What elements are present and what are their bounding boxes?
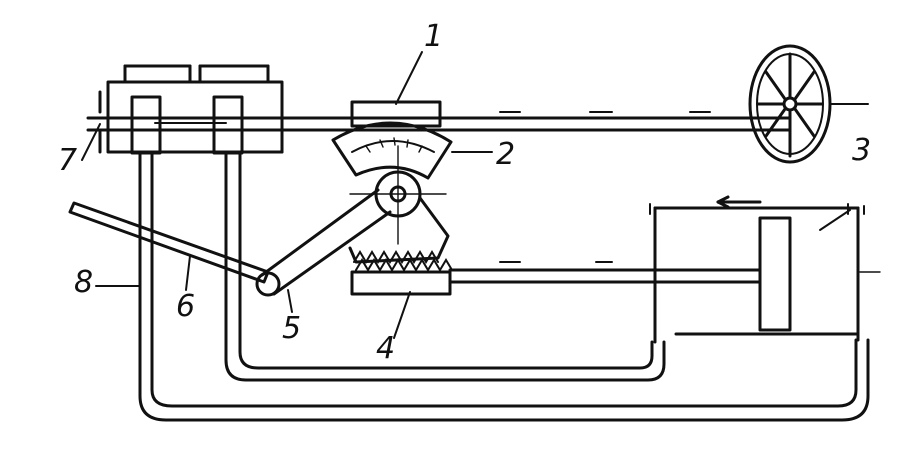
pipe-8 bbox=[138, 150, 870, 422]
distributor-valve bbox=[98, 64, 284, 155]
label-5: 5 bbox=[282, 311, 302, 346]
gear-sector bbox=[331, 121, 453, 264]
lever-arm bbox=[255, 188, 392, 297]
label-1: 1 bbox=[424, 19, 444, 54]
label-8: 8 bbox=[74, 265, 94, 300]
leader-lines bbox=[81, 51, 493, 339]
hydraulic-cylinder bbox=[649, 195, 881, 344]
label-3: 3 bbox=[852, 133, 872, 168]
label-7: 7 bbox=[58, 143, 78, 178]
rack bbox=[350, 258, 762, 296]
label-4: 4 bbox=[376, 331, 396, 366]
handwheel bbox=[748, 44, 869, 164]
feedback-rod bbox=[68, 201, 270, 284]
label-6: 6 bbox=[176, 289, 196, 324]
pipe-6 bbox=[224, 150, 666, 382]
label-2: 2 bbox=[496, 137, 516, 172]
